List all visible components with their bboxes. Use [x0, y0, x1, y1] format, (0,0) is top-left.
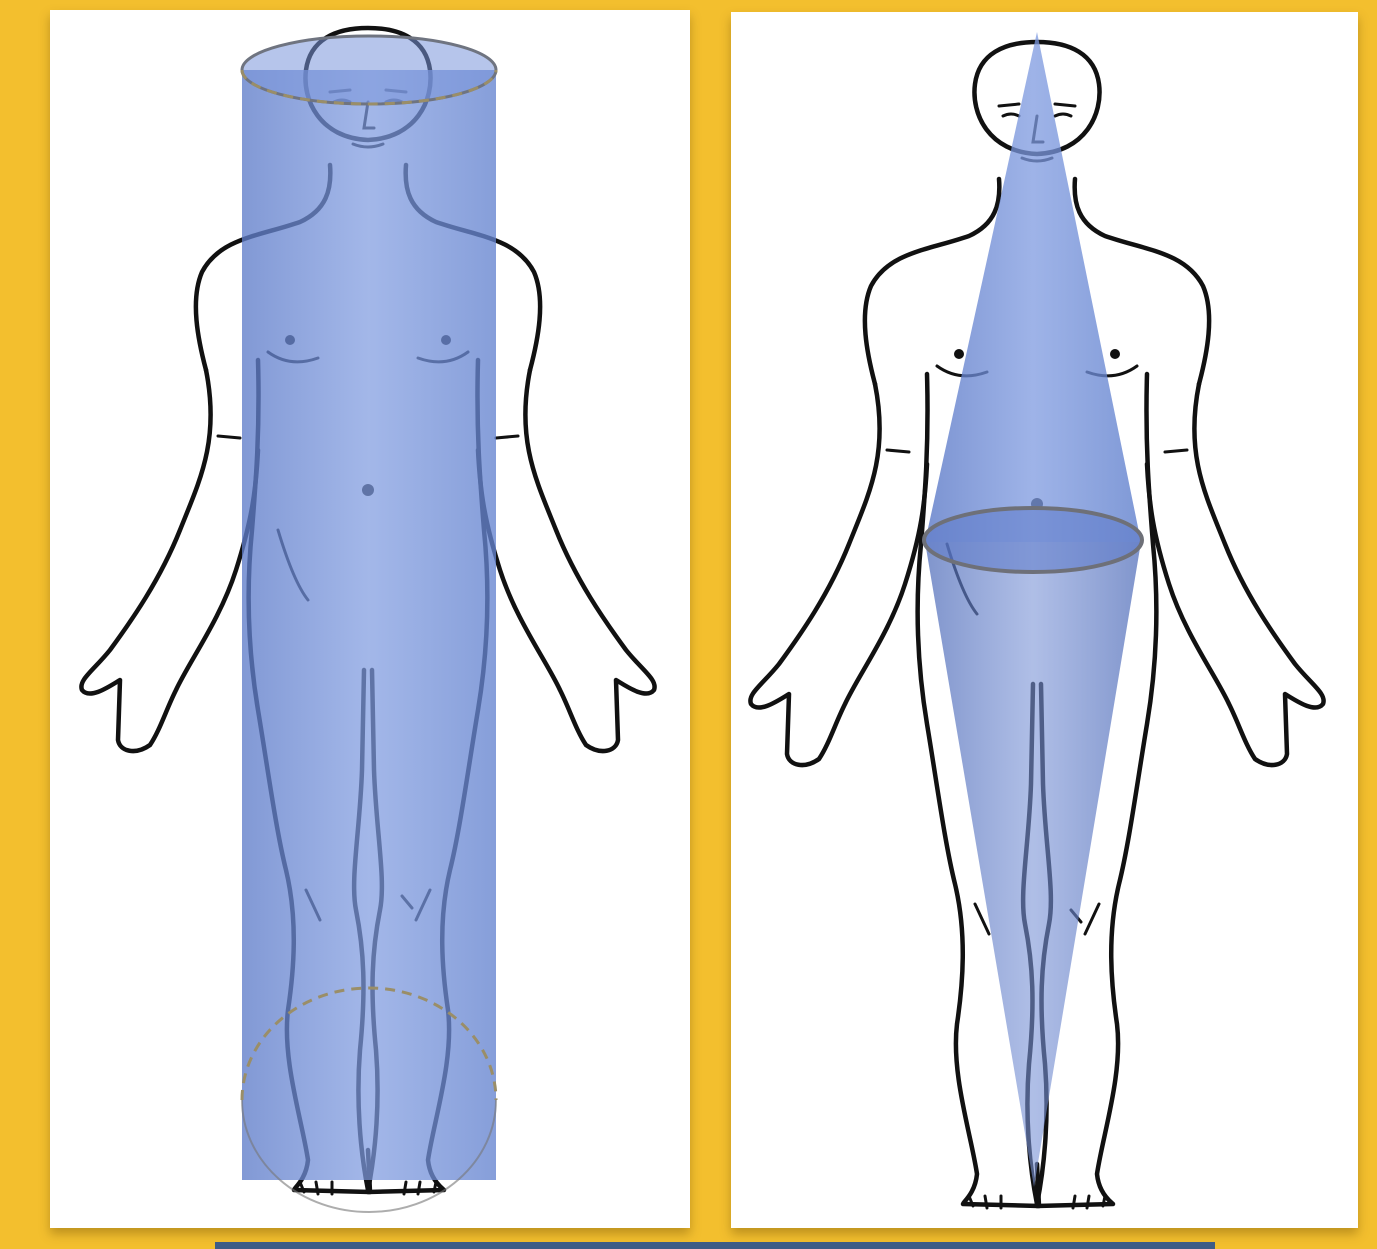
lower-cone [925, 542, 1141, 1187]
cylinder-body [242, 70, 496, 1180]
upper-cone [925, 32, 1141, 542]
double-cone-model-panel [731, 12, 1358, 1228]
cylinder-diagram [50, 10, 690, 1228]
cylinder-model-panel [50, 10, 690, 1228]
waist-ellipse [924, 508, 1142, 572]
bottom-edge-strip [215, 1242, 1215, 1249]
double-cone-diagram [731, 12, 1358, 1228]
